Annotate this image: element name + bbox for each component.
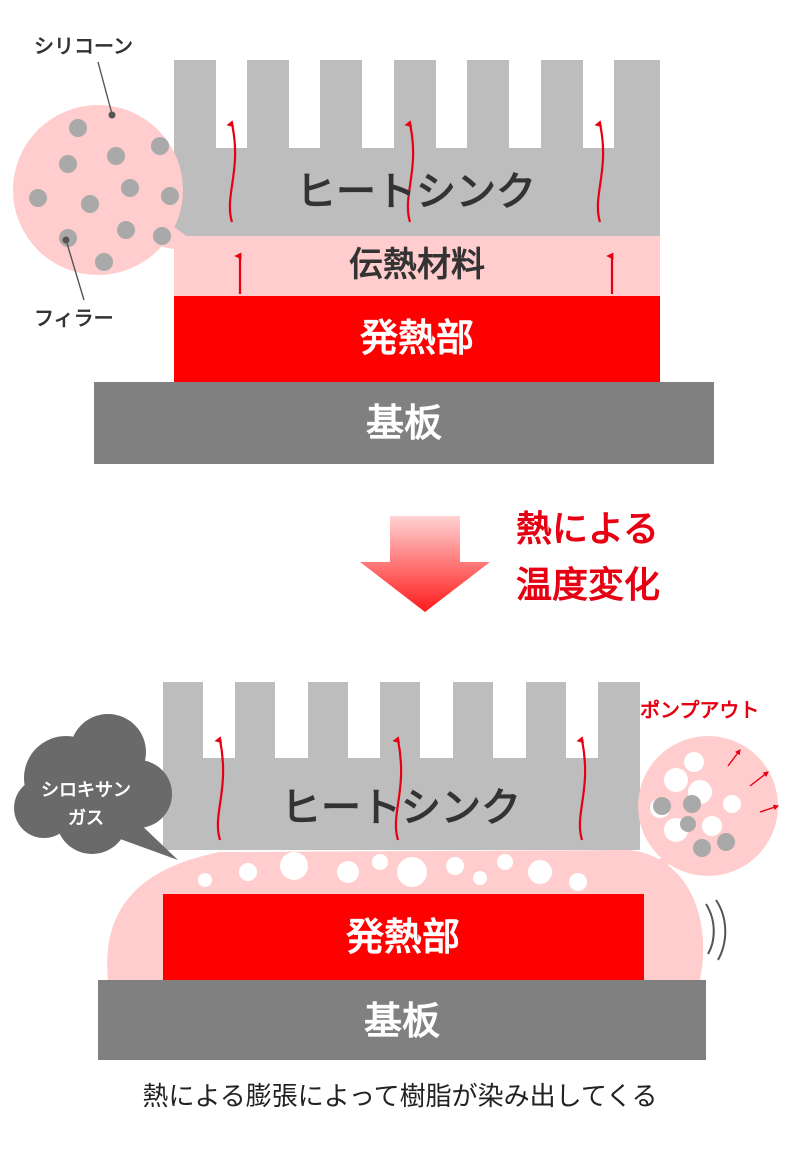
transition-label-line1: 熱による bbox=[516, 509, 659, 550]
filler-particles bbox=[29, 119, 179, 271]
expansion-motion-lines bbox=[705, 899, 727, 961]
top-heat-source bbox=[174, 296, 660, 382]
bottom-heatsink-label: ヒートシンク bbox=[281, 785, 521, 831]
bottom-substrate-label: 基板 bbox=[363, 999, 441, 1043]
top-callout-bubble bbox=[13, 61, 215, 301]
bottom-heat-source-label: 発熱部 bbox=[345, 915, 461, 959]
top-assembly bbox=[13, 60, 714, 464]
pump-out-label: ポンプアウト bbox=[640, 698, 760, 722]
callout-leader-lines bbox=[65, 61, 113, 301]
bottom-heat-arrows bbox=[214, 736, 587, 841]
top-heat-arrows bbox=[226, 120, 614, 294]
gas-label-line1: シロキサン bbox=[41, 780, 131, 801]
top-substrate-label: 基板 bbox=[365, 401, 443, 445]
top-heatsink-label: ヒートシンク bbox=[296, 169, 536, 215]
caption-text: 熱による膨張によって樹脂が染み出してくる bbox=[142, 1082, 658, 1112]
bottom-heat-source bbox=[163, 894, 644, 980]
transition-down-arrow bbox=[360, 516, 490, 612]
top-heatsink bbox=[174, 60, 660, 236]
bottom-substrate bbox=[98, 980, 706, 1060]
bottom-assembly bbox=[14, 682, 780, 1060]
top-heat-source-label: 発熱部 bbox=[359, 316, 475, 360]
callout-silicone-label: シリコーン bbox=[34, 34, 133, 58]
top-substrate bbox=[94, 382, 714, 464]
filler-pointer-dot bbox=[62, 236, 70, 244]
gas-label-line2: ガス bbox=[68, 808, 104, 829]
siloxane-gas-cloud bbox=[14, 714, 178, 860]
top-tim-layer bbox=[174, 236, 660, 296]
silicone-pointer-dot bbox=[108, 111, 116, 119]
pump-out-callout bbox=[638, 736, 780, 880]
transition-label-line2: 温度変化 bbox=[516, 565, 661, 606]
callout-filler-label: フィラー bbox=[34, 306, 114, 330]
bottom-voids bbox=[198, 852, 587, 891]
pump-out-arrows bbox=[727, 749, 780, 813]
top-tim-label: 伝熱材料 bbox=[349, 245, 485, 285]
